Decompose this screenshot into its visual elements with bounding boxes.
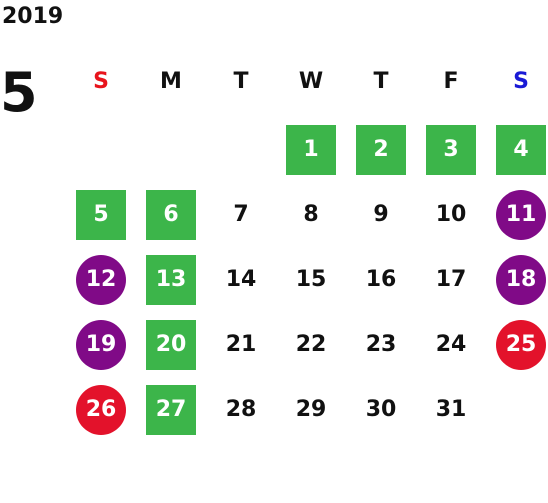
day-cell[interactable]: 19 — [76, 320, 126, 370]
day-cell[interactable]: 1 — [286, 125, 336, 175]
day-cell[interactable]: 9 — [373, 202, 389, 227]
day-cell[interactable]: 13 — [146, 255, 196, 305]
day-cell[interactable]: 18 — [496, 255, 546, 305]
month-number: 5 — [0, 61, 38, 124]
weekday-label: W — [298, 69, 324, 94]
day-cell[interactable]: 20 — [146, 320, 196, 370]
day-cell[interactable]: 14 — [225, 267, 257, 292]
day-cell[interactable]: 2 — [356, 125, 406, 175]
day-cell[interactable]: 16 — [365, 267, 397, 292]
day-cell[interactable]: 22 — [295, 332, 327, 357]
day-cell[interactable]: 28 — [225, 397, 257, 422]
weekday-label: S — [513, 69, 529, 94]
day-cell[interactable]: 6 — [146, 190, 196, 240]
weekday-label: F — [443, 69, 459, 94]
day-cell[interactable]: 31 — [435, 397, 467, 422]
weekday-label: S — [93, 69, 109, 94]
day-cell[interactable]: 15 — [295, 267, 327, 292]
weekday-label: M — [160, 69, 182, 94]
day-cell[interactable]: 4 — [496, 125, 546, 175]
day-cell[interactable]: 7 — [233, 202, 249, 227]
day-cell[interactable]: 27 — [146, 385, 196, 435]
day-cell[interactable]: 24 — [435, 332, 467, 357]
day-cell[interactable]: 23 — [365, 332, 397, 357]
day-cell[interactable]: 17 — [435, 267, 467, 292]
day-cell[interactable]: 10 — [435, 202, 467, 227]
weekday-label: T — [233, 69, 249, 94]
day-cell[interactable]: 26 — [76, 385, 126, 435]
day-cell[interactable]: 30 — [365, 397, 397, 422]
day-cell[interactable]: 12 — [76, 255, 126, 305]
day-cell[interactable]: 5 — [76, 190, 126, 240]
day-cell[interactable]: 11 — [496, 190, 546, 240]
day-cell[interactable]: 25 — [496, 320, 546, 370]
day-cell[interactable]: 29 — [295, 397, 327, 422]
day-cell[interactable]: 8 — [303, 202, 319, 227]
year-label: 2019 — [2, 4, 64, 29]
day-cell[interactable]: 21 — [225, 332, 257, 357]
day-cell[interactable]: 3 — [426, 125, 476, 175]
weekday-label: T — [373, 69, 389, 94]
